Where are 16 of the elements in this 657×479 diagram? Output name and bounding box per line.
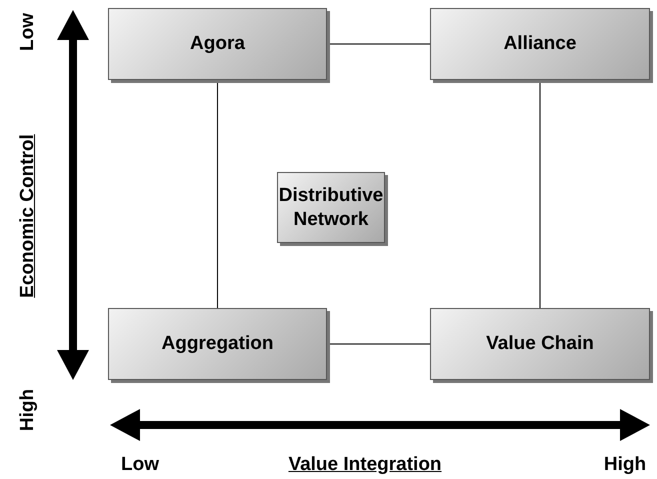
axis-end-label: Low [17, 13, 39, 51]
quadrant-box [277, 172, 385, 243]
box-label: Distributive Network [278, 184, 384, 232]
box-label: Agora [190, 32, 245, 56]
quadrant-box [430, 8, 650, 80]
axis-title: Economic Control [17, 134, 39, 298]
quadrant-box [108, 308, 327, 380]
axis-end-label: High [17, 388, 39, 432]
axis-end-label: Low [121, 454, 159, 476]
box-label: Aggregation [162, 332, 274, 356]
quadrant-box [108, 8, 327, 80]
box-label: Alliance [504, 32, 576, 56]
axis-end-label: High [604, 454, 646, 476]
box-label: Value Chain [486, 332, 594, 356]
axis-title: Value Integration [288, 454, 442, 476]
quadrant-box [430, 308, 650, 380]
